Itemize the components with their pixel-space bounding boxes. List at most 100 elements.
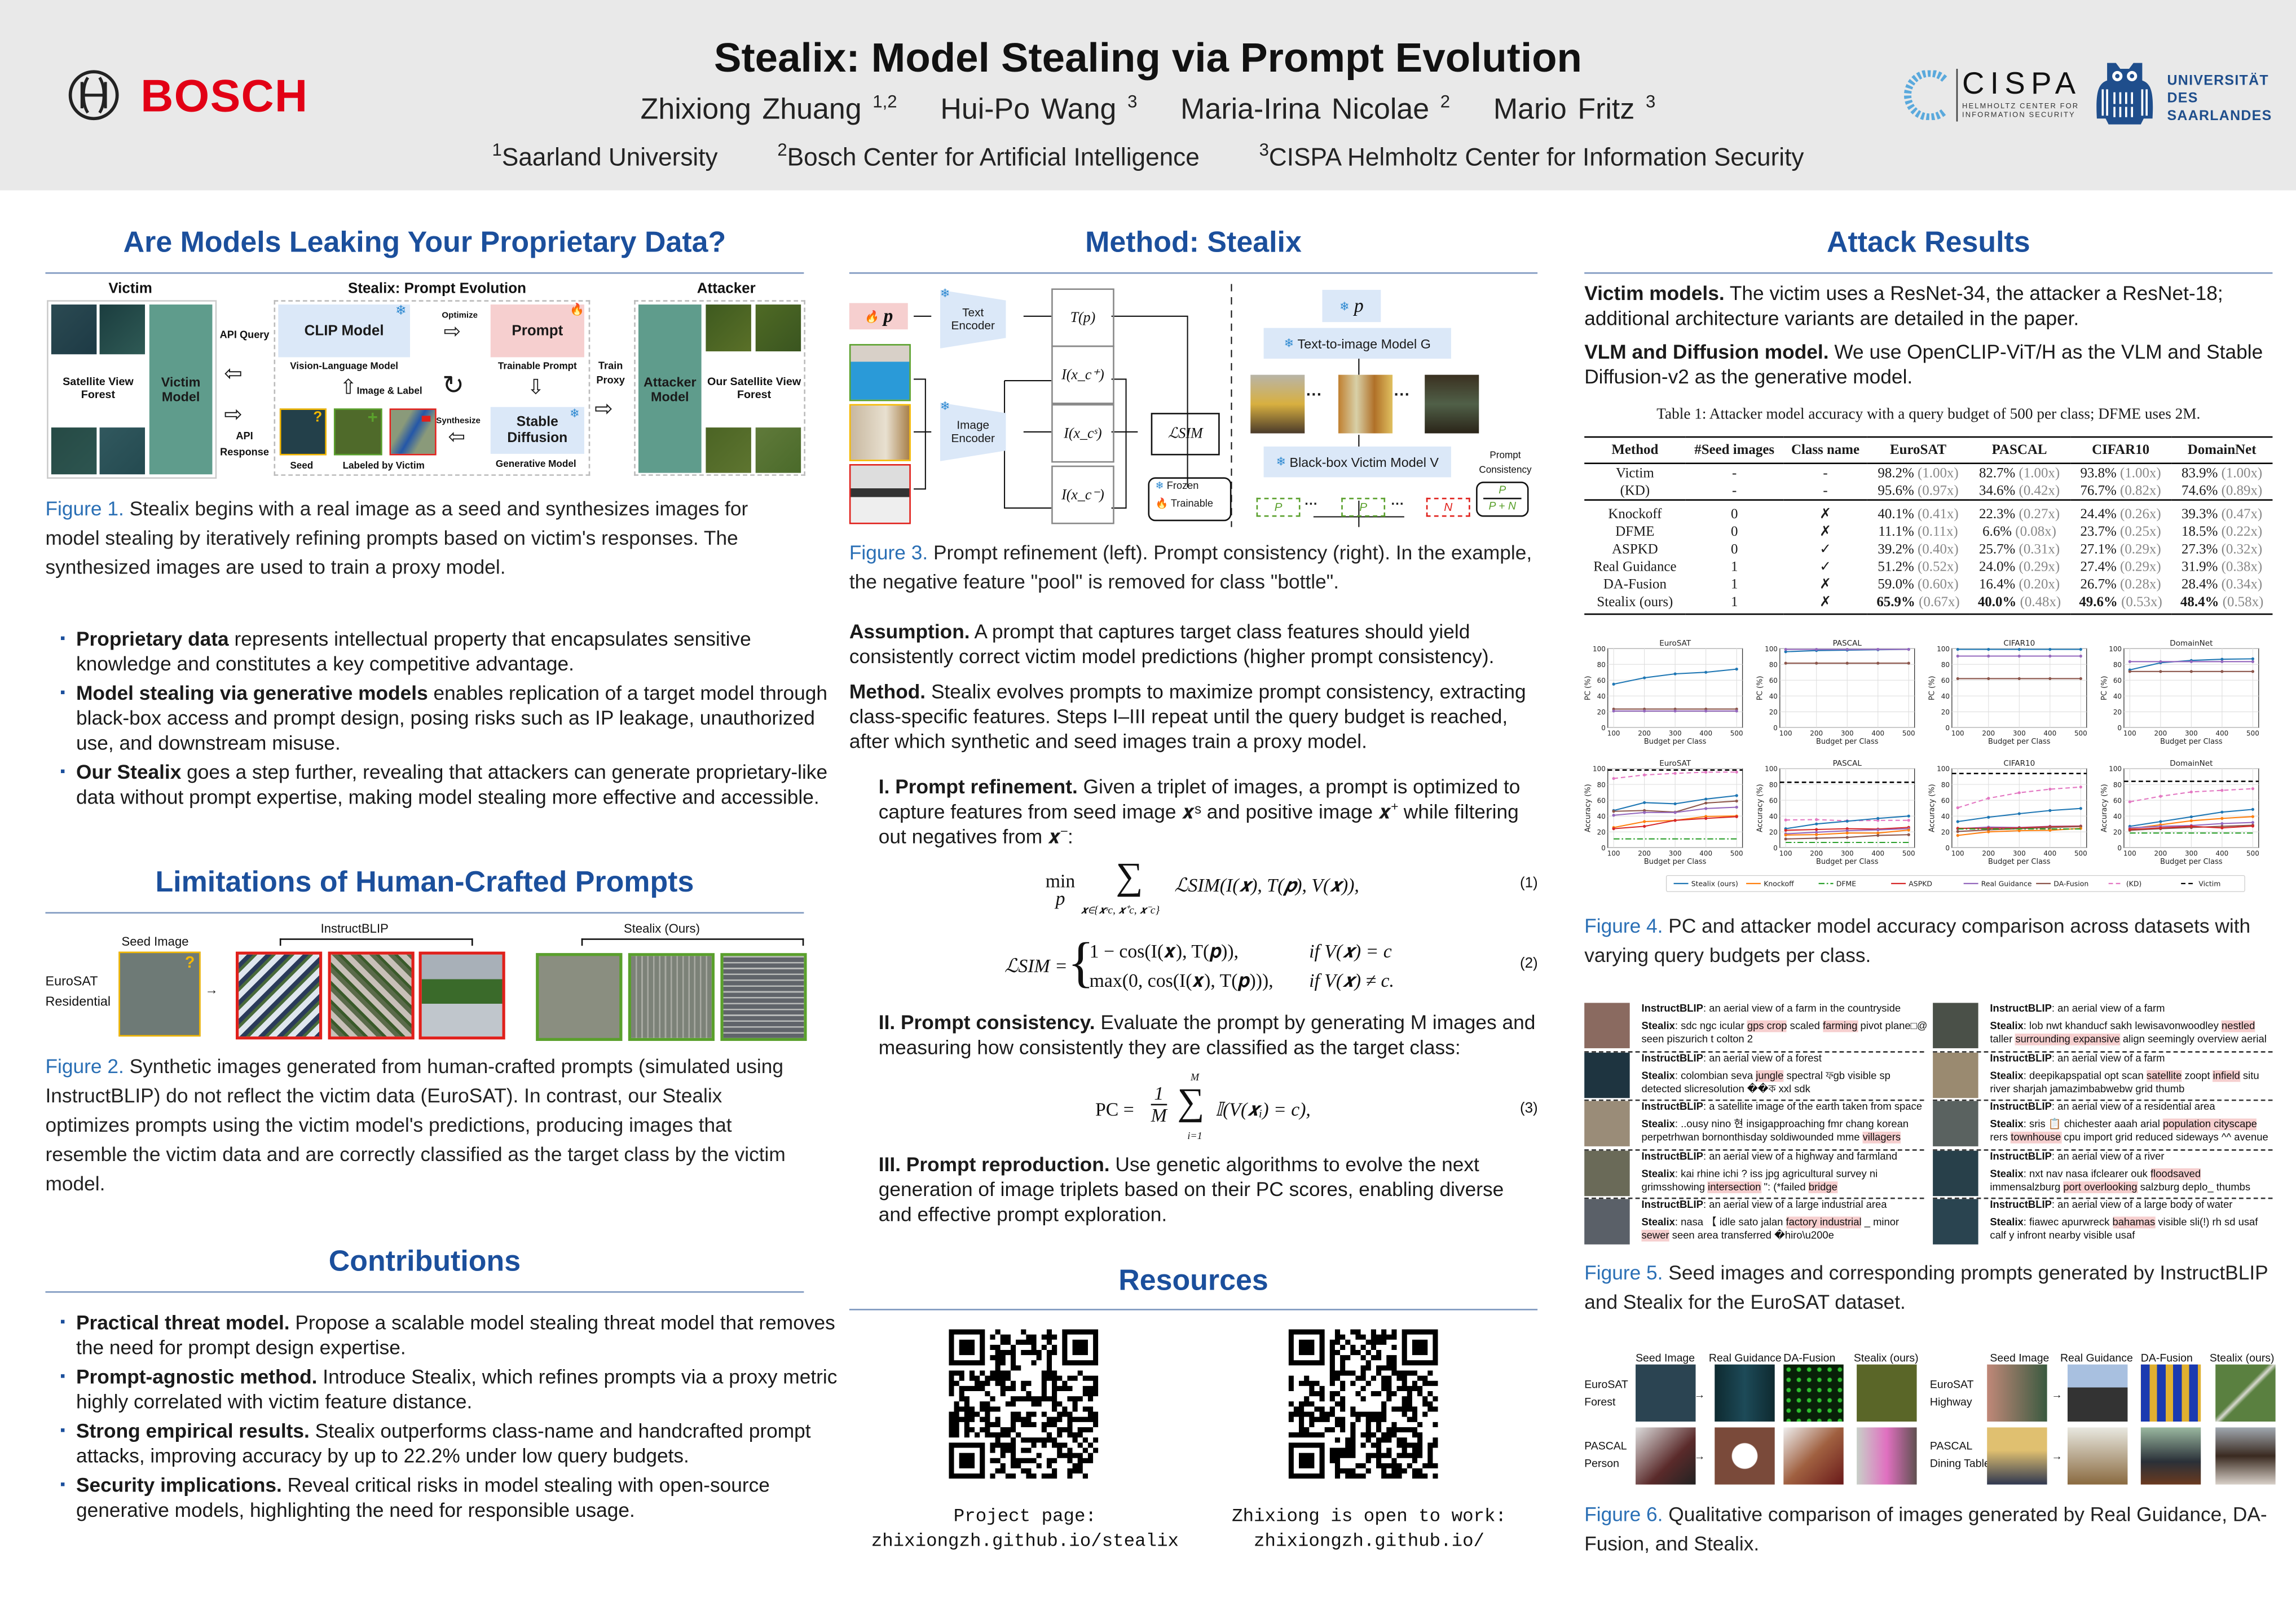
legend-label: Victim [2198,880,2220,888]
arrow-icon: → [2051,1388,2063,1401]
y-tick-label: 40 [1941,813,1950,820]
y-tick-label: 100 [1765,645,1778,653]
data-point [2251,815,2255,818]
fig6-image [2140,1364,2201,1422]
generated-image [1250,374,1305,434]
data-point [2128,670,2131,673]
x-tick-label: 400 [2043,850,2056,858]
y-tick-label: 80 [1941,661,1950,669]
data-point [1956,806,1959,810]
prompt-pair: InstructBLIP: an aerial view of a reside… [1990,1101,2268,1144]
clip-model-box: CLIP Model [278,304,410,358]
author: Zhixiong Zhuang 1,2 [640,90,897,126]
section-rule [45,912,804,914]
method-paragraph: Method. Stealix evolves prompts to maxim… [849,681,1526,753]
negative-feature-box: I(x_c⁻) [1051,465,1114,524]
fig6-image [1636,1427,1696,1485]
data-point [1845,647,1849,651]
data-point [1643,801,1646,804]
x-tick-label: 200 [1810,850,1823,858]
open-to-work-qr-code[interactable] [1288,1329,1438,1479]
prompt-consistency-label: Prompt Consistency [1479,451,1532,476]
x-tick-label: 100 [2123,730,2136,738]
project-page-link[interactable]: Project page:zhixiongzh.github.io/steali… [871,1506,1179,1552]
cell-accuracy: 27.3% (0.32x) [2182,541,2263,558]
column-header: EuroSAT [1867,436,1969,465]
arrow-icon: → [1694,1449,1706,1463]
fig6-image [2067,1427,2128,1485]
cell-accuracy: 24.0% (0.29x) [1978,559,2060,576]
data-point [1815,822,1818,826]
data-point [1987,647,1990,651]
x-tick-label: 100 [1607,730,1620,738]
y-tick-label: 60 [1769,797,1778,805]
data-point [1907,819,1910,822]
arrow-icon: → [1694,1388,1706,1401]
y-tick-label: 40 [1941,692,1950,700]
y-tick-label: 0 [1601,844,1606,852]
positive-image [849,344,911,401]
data-point [2017,677,2021,681]
y-tick-label: 60 [1941,677,1950,685]
x-tick-label: 500 [1902,730,1915,738]
data-point [1612,814,1615,817]
data-point [1784,647,1787,651]
eq2-case2: max(0, cos(I(𝒙), T(𝒑))), [1089,969,1273,991]
x-tick-label: 500 [2246,850,2259,858]
project-page-qr-code[interactable] [949,1329,1099,1479]
data-point [2220,826,2224,829]
data-point [1815,836,1818,840]
victim-forest-image [99,427,146,475]
data-point [2079,677,2082,681]
data-point [1612,810,1615,813]
plot-title: PASCAL [1833,639,1862,648]
cell-accuracy: 83.9% (1.00x) [2182,465,2263,481]
fig6-image [1783,1364,1844,1422]
eq1-body: ℒSIM(I(𝒙), T(𝒑), V(𝒙)), [1174,873,1359,896]
cell-seed: 0 [1730,524,1738,541]
fig6-image [1783,1427,1844,1485]
y-tick-label: 0 [1773,724,1778,732]
column-header: CIFAR10 [2070,436,2171,465]
cell-accuracy: 74.6% (0.89x) [2182,482,2263,499]
seed-thumbnail [1933,1052,1978,1097]
x-tick-label: 200 [1638,850,1651,858]
equation-2: ℒSIM = { 1 − cos(I(𝒙), T(𝒑)), if V(𝒙) = … [1004,933,1540,999]
fig6-image [1857,1364,1917,1422]
text-encoder: Text Encoder [940,290,1006,348]
y-tick-label: 80 [1769,781,1778,789]
x-axis-label: Budget per Class [1988,738,2051,746]
snowflake-icon: ❄ [940,399,950,413]
attacker-data-label: Our Satellite View Forest [707,374,801,401]
seed-thumbnail [1584,1199,1630,1245]
arrow-right-icon: ⇨ [224,402,243,428]
figure-2: Seed Image InstructBLIP Stealix (Ours) E… [45,916,807,1041]
row-divider [1584,1050,1924,1052]
positive-feature-box: I(x_c⁺) [1051,345,1114,404]
eq2-lhs: ℒSIM = [1004,954,1068,977]
section-heading-method: Method: Stealix [1085,227,1302,259]
snowflake-icon: ❄ [569,407,580,421]
homepage-link[interactable]: Zhixiong is open to work:zhixiongzh.gith… [1232,1506,1506,1552]
cell-method: Stealix (ours) [1584,593,1686,615]
figure-1: Victim Stealix: Prompt Evolution Attacke… [45,278,807,483]
author: Hui-Po Wang 3 [940,90,1138,126]
negative-image [849,464,911,524]
data-point [1735,799,1738,803]
y-tick-label: 80 [2113,661,2122,669]
cell-accuracy: 98.2% (1.00x) [1878,465,1959,481]
x-axis-label: Budget per Class [1816,738,1879,746]
y-tick-label: 0 [1945,724,1950,732]
x-tick-label: 200 [1810,730,1823,738]
figure-6-caption: Figure 6. Qualitative comparison of imag… [1584,1503,2267,1555]
data-point [1735,668,1738,671]
instructblip-image [328,951,415,1040]
table-row: Stealix (ours)1✗65.9% (0.67x)40.0% (0.48… [1584,593,2273,615]
x-tick-label: 500 [2074,850,2087,858]
fig6-image [2140,1427,2201,1485]
